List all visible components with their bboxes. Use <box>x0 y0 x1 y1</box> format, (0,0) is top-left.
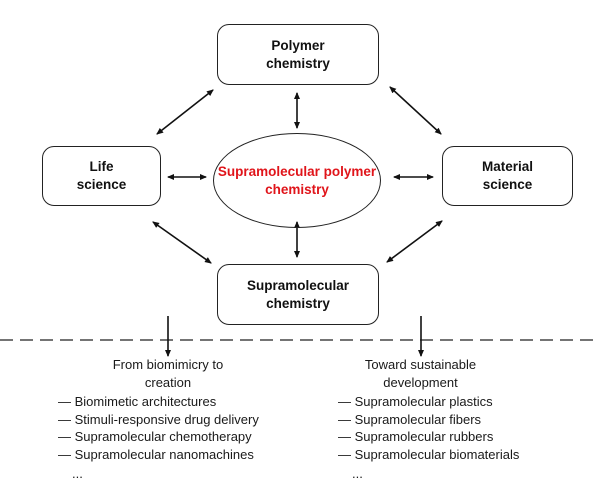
node-label-line: science <box>76 177 127 192</box>
column-biomimicry: From biomimicry to creation — Biomimetic… <box>58 356 288 483</box>
node-supramolecular-chemistry: Supramolecular chemistry <box>217 264 379 325</box>
column-sustainable-development: Toward sustainable development — Supramo… <box>338 356 568 483</box>
application-list: — Biomimetic architectures — Stimuli-res… <box>58 393 288 483</box>
node-label-line: Material <box>481 159 534 174</box>
arrow-top-right <box>389 86 442 135</box>
node-life-science: Life science <box>42 146 161 206</box>
arrow-top-left <box>156 89 214 135</box>
center-label-line: Supramolecular <box>217 163 320 179</box>
list-item: — Biomimetic architectures <box>58 394 217 409</box>
node-label-line: Life <box>89 159 114 174</box>
column-heading: Toward sustainable development <box>338 356 503 391</box>
list-item: — Supramolecular biomaterials <box>338 446 520 462</box>
arrow-bottom-left <box>152 221 212 264</box>
node-label-line: Polymer <box>271 37 325 53</box>
column-heading-line: creation <box>144 374 192 390</box>
node-label-line: chemistry <box>266 295 330 311</box>
column-heading-line: development <box>383 374 458 390</box>
column-heading-line: Toward sustainable <box>364 357 477 372</box>
arrow-bottom-right <box>386 220 443 263</box>
list-ellipsis: ... <box>352 466 363 481</box>
column-heading: From biomimicry to creation <box>58 356 278 391</box>
node-polymer-chemistry: Polymer chemistry <box>217 24 379 85</box>
node-label-line: science <box>482 177 533 192</box>
node-label-line: Supramolecular <box>246 277 350 293</box>
list-ellipsis: ... <box>72 466 83 481</box>
node-supramolecular-polymer-chemistry: Supramolecular polymer chemistry <box>213 133 381 228</box>
column-heading-line: From biomimicry to <box>112 357 224 372</box>
list-item: — Supramolecular chemotherapy <box>58 429 252 444</box>
list-item: — Supramolecular plastics <box>338 394 493 409</box>
center-label-line: polymer <box>323 163 377 179</box>
node-label-line: chemistry <box>266 55 330 71</box>
list-item: — Supramolecular rubbers <box>338 429 494 444</box>
list-item: — Stimuli-responsive drug delivery <box>58 411 259 427</box>
list-item: — Supramolecular fibers <box>338 411 482 427</box>
application-list: — Supramolecular plastics — Supramolecul… <box>338 393 568 483</box>
node-material-science: Material science <box>442 146 573 206</box>
list-item: — Supramolecular nanomachines <box>58 446 254 462</box>
center-label-line: chemistry <box>265 181 329 197</box>
